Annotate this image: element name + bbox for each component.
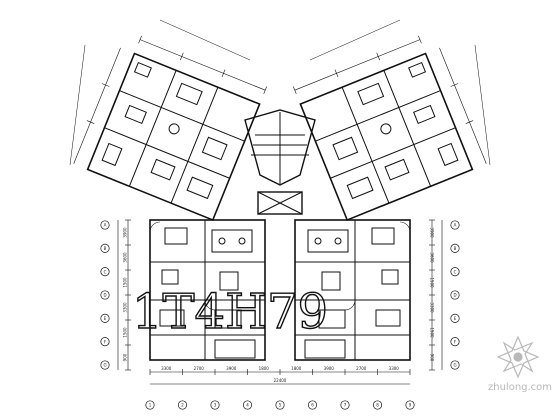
axis-bubble-label: 2 xyxy=(181,403,184,408)
side-dim-label: 3900 xyxy=(123,227,128,238)
axis-bubble xyxy=(100,243,110,253)
axis-bubble-label: C xyxy=(104,269,107,274)
axis-bubble xyxy=(242,400,253,410)
left-wing-outline xyxy=(86,52,261,222)
axis-bubble-label: E xyxy=(454,316,457,321)
bottom-dim-label: 2700 xyxy=(194,366,205,371)
left-wing xyxy=(73,35,268,222)
axis-bubble-label: E xyxy=(104,316,107,321)
axis-bubbles-bottom: 1 2 3 4 5 6 7 8 9 xyxy=(145,400,415,410)
axis-bubble xyxy=(145,400,155,410)
axis-bubble xyxy=(450,360,460,370)
watermark: zhulong.com xyxy=(488,335,552,393)
bottom-dim-label: 2700 xyxy=(356,366,367,371)
axis-bubble xyxy=(100,313,110,323)
axis-bubble-label: C xyxy=(454,269,457,274)
axis-bubble-label: 5 xyxy=(279,403,282,408)
side-dim-label: 1500 xyxy=(430,277,435,288)
right-dimension-ticks: 3900 3600 1500 3300 1500 900 xyxy=(429,219,435,371)
elevator-core xyxy=(257,191,303,215)
axis-bubble-label: 6 xyxy=(311,403,314,408)
axis-bubble xyxy=(100,337,110,347)
lower-left-block xyxy=(149,219,266,361)
axis-bubble xyxy=(100,220,110,230)
side-dim-label: 3300 xyxy=(430,302,435,313)
axis-bubble-label: 4 xyxy=(246,403,249,408)
axis-bubble-label: G xyxy=(453,363,456,368)
axis-bubble-label: 9 xyxy=(409,403,412,408)
lower-left-outline xyxy=(149,219,266,361)
axis-bubble xyxy=(177,400,188,410)
side-dim-label: 1500 xyxy=(430,327,435,338)
side-dim-label: 3600 xyxy=(123,252,128,263)
axis-bubble-label: D xyxy=(453,293,456,298)
axis-bubble-label: 7 xyxy=(344,403,347,408)
bottom-dim-label: 3300 xyxy=(389,366,400,371)
seal-flower-icon xyxy=(496,335,540,379)
central-core xyxy=(244,109,316,215)
axis-bubble xyxy=(450,220,460,230)
axis-bubble xyxy=(405,400,415,410)
axis-bubble xyxy=(210,400,220,410)
axis-bubble-label: F xyxy=(454,339,457,344)
side-dim-label: 900 xyxy=(123,353,128,361)
side-dim-label: 900 xyxy=(430,354,435,362)
bottom-dim-label: 1800 xyxy=(291,366,302,371)
axis-bubble-label: F xyxy=(104,339,107,344)
bottom-dim-label: 3900 xyxy=(226,366,237,371)
axis-bubble-label: 1 xyxy=(149,403,152,408)
axis-bubble xyxy=(450,290,460,300)
side-dim-label: 1500 xyxy=(123,327,128,338)
axis-bubble-label: A xyxy=(104,223,107,228)
lower-right-outline xyxy=(294,219,411,361)
bottom-total-label: 22400 xyxy=(274,378,287,383)
side-dim-label: 3300 xyxy=(123,302,128,313)
axis-bubble-label: G xyxy=(103,363,106,368)
left-dimension-ticks: 3900 3600 1500 3300 1500 900 xyxy=(123,219,131,371)
axis-bubble xyxy=(100,267,110,277)
drawing-label: 1T4H79 xyxy=(132,284,328,340)
axis-bubble-label: B xyxy=(104,246,107,251)
axis-bubble xyxy=(340,400,350,410)
axis-bubbles-right: A B C D E F G xyxy=(450,220,460,370)
right-wing-outline xyxy=(299,52,474,222)
axis-bubble-label: 3 xyxy=(214,403,217,408)
side-dim-label: 3600 xyxy=(430,252,435,263)
axis-bubble xyxy=(307,400,318,410)
bottom-dimension-ticks: 3300 2700 3900 1800 1800 3900 2700 3300 22400 xyxy=(149,366,411,383)
axis-bubble-label: B xyxy=(454,246,457,251)
bottom-dim-label: 3300 xyxy=(161,366,172,371)
watermark-site-text: zhulong.com xyxy=(488,382,552,393)
axis-bubble xyxy=(100,290,110,300)
axis-bubbles-left: A B C D E F G xyxy=(100,220,110,370)
axis-bubble xyxy=(450,313,460,323)
axis-bubble-label: D xyxy=(103,293,106,298)
axis-bubble xyxy=(275,400,285,410)
axis-bubble-label: A xyxy=(454,223,457,228)
bottom-dim-label: 3900 xyxy=(324,366,335,371)
radial-axis-lines xyxy=(69,19,491,166)
side-dim-label: 3900 xyxy=(430,227,435,238)
bottom-dim-label: 1800 xyxy=(259,366,270,371)
side-dim-label: 1500 xyxy=(123,277,128,288)
axis-bubble-label: 8 xyxy=(376,403,379,408)
axis-bubble xyxy=(100,360,110,370)
axis-bubble xyxy=(450,243,460,253)
axis-bubble xyxy=(450,267,460,277)
axis-bubble xyxy=(450,337,460,347)
right-wing xyxy=(292,35,487,222)
axis-bubble xyxy=(372,400,383,410)
lower-right-block xyxy=(294,219,411,361)
